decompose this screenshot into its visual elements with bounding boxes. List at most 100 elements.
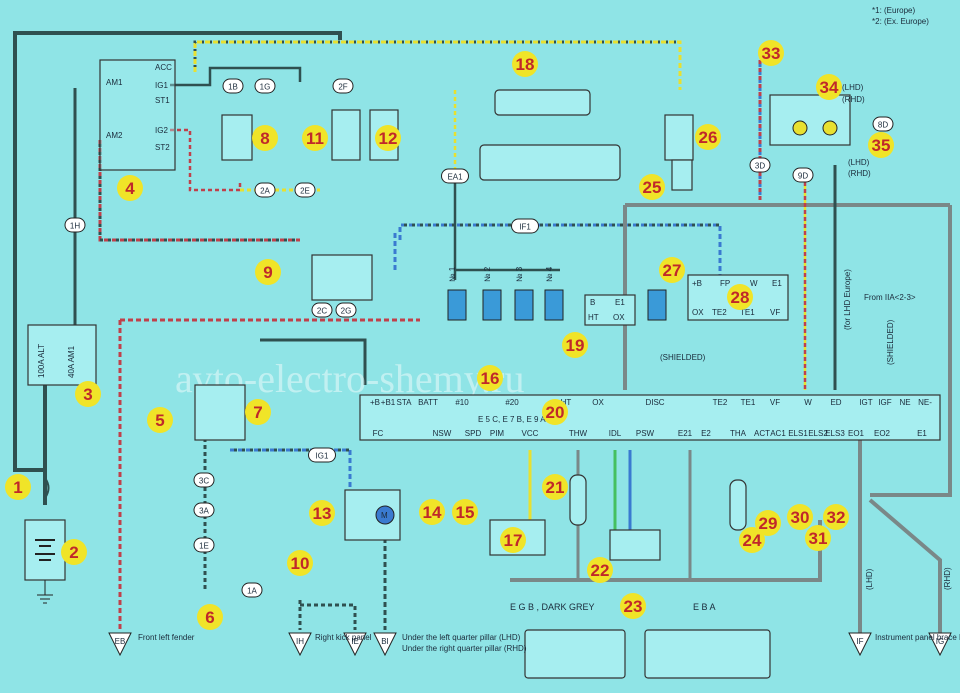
svg-text:B: B bbox=[590, 298, 595, 307]
ecu-pin-vcc: VCC bbox=[522, 429, 539, 438]
connector-bottom-b bbox=[644, 629, 771, 679]
component-badge-22: 22 bbox=[587, 557, 613, 583]
connector-18-b bbox=[479, 144, 621, 181]
ground-legend-eg: E G B , DARK GREY bbox=[510, 602, 595, 612]
component-badge-10: 10 bbox=[287, 550, 313, 576]
ecu-pin-20: #20 bbox=[505, 398, 519, 407]
tha-sensor-24 bbox=[729, 479, 747, 531]
igniter-area: From IIA<2-3> (SHIELDED) (for LHD Europe… bbox=[843, 269, 916, 365]
note-europe: *1: (Europe) bbox=[872, 6, 915, 15]
connector-2a: 2A bbox=[254, 182, 276, 198]
svg-text:22: 22 bbox=[591, 561, 610, 580]
svg-text:24: 24 bbox=[743, 531, 762, 550]
connector-2f: 2F bbox=[332, 78, 354, 94]
wire-ig2-to-1g bbox=[170, 128, 242, 192]
ground-ie: IE bbox=[343, 632, 367, 657]
svg-text:14: 14 bbox=[423, 503, 442, 522]
ecu-pin-act: ACT bbox=[754, 429, 770, 438]
ground-ig: IG bbox=[928, 632, 952, 657]
ecu-pin-idl: IDL bbox=[609, 429, 622, 438]
inj-3: № 3 bbox=[515, 266, 524, 282]
ecu-pin-nsw: NSW bbox=[433, 429, 452, 438]
component-badge-28: 28 bbox=[727, 284, 753, 310]
wire-main-relay-out bbox=[260, 338, 367, 385]
fuse-11 bbox=[331, 109, 361, 161]
svg-text:13: 13 bbox=[313, 504, 332, 523]
ig-ig1: IG1 bbox=[155, 81, 168, 90]
svg-text:19: 19 bbox=[566, 336, 585, 355]
connector-2c: 2C bbox=[311, 302, 333, 318]
connector-1h: 1H bbox=[64, 217, 86, 233]
svg-text:3A: 3A bbox=[199, 507, 209, 516]
component-badge-34: 34 bbox=[816, 74, 842, 100]
ig-acc: ACC bbox=[155, 63, 172, 72]
component-badge-2: 2 bbox=[61, 539, 87, 565]
svg-text:6: 6 bbox=[205, 608, 214, 627]
ecu-pin-te2: TE2 bbox=[713, 398, 728, 407]
svg-text:12: 12 bbox=[379, 129, 398, 148]
circuit-opening-relay-7 bbox=[194, 384, 246, 441]
svg-text:IG: IG bbox=[936, 637, 944, 646]
ground-ih-note: Right kick panel bbox=[315, 633, 372, 642]
fuse-block-3: 100A ALT 40A AM1 bbox=[27, 324, 97, 386]
ground-eb: EB bbox=[108, 632, 132, 657]
component-badge-18: 18 bbox=[512, 51, 538, 77]
svg-text:2F: 2F bbox=[338, 83, 347, 92]
svg-text:10: 10 bbox=[291, 554, 310, 573]
lhd-europe: (for LHD Europe) bbox=[843, 269, 852, 330]
svg-text:E1: E1 bbox=[772, 279, 782, 288]
component-badge-7: 7 bbox=[245, 399, 271, 425]
ecu-pin-fc: FC bbox=[373, 429, 384, 438]
wire-ig-to-1b bbox=[170, 66, 302, 87]
component-badge-12: 12 bbox=[375, 125, 401, 151]
svg-text:4: 4 bbox=[125, 179, 135, 198]
ecu-pin-e2: E2 bbox=[701, 429, 711, 438]
wire-ecu-ground-right bbox=[868, 498, 942, 635]
battery bbox=[24, 519, 66, 604]
ecu-pin-spd: SPD bbox=[465, 429, 482, 438]
svg-text:(RHD): (RHD) bbox=[848, 169, 871, 178]
svg-text:(LHD): (LHD) bbox=[848, 158, 870, 167]
ecu-pin-ed: ED bbox=[830, 398, 841, 407]
inj-1: № 1 bbox=[448, 266, 457, 282]
svg-text:HT: HT bbox=[588, 313, 599, 322]
svg-text:IH: IH bbox=[296, 637, 304, 646]
vsv-25 bbox=[671, 159, 693, 191]
ground-panel-note: Instrument panel brace LH bbox=[875, 633, 960, 642]
svg-text:(SHIELDED): (SHIELDED) bbox=[886, 319, 895, 365]
svg-text:27: 27 bbox=[663, 261, 682, 280]
svg-text:2E: 2E bbox=[300, 187, 310, 196]
ecu-pin-ox: OX bbox=[592, 398, 604, 407]
component-badge-25: 25 bbox=[639, 174, 665, 200]
svg-text:(RHD): (RHD) bbox=[842, 95, 865, 104]
ecu-pin-sta: STA bbox=[397, 398, 413, 407]
ecu-pin-eo2: EO2 bbox=[874, 429, 891, 438]
svg-text:TE1: TE1 bbox=[740, 308, 755, 317]
connector-3a: 3A bbox=[193, 502, 215, 518]
ecu-pin-b: +B bbox=[370, 398, 380, 407]
fuse-am1-label: 40A AM1 bbox=[67, 345, 76, 378]
ecu-pin-psw: PSW bbox=[636, 429, 655, 438]
svg-text:3D: 3D bbox=[755, 162, 765, 171]
component-badge-3: 3 bbox=[75, 381, 101, 407]
connector-2g: 2G bbox=[335, 302, 357, 318]
component-badge-13: 13 bbox=[309, 500, 335, 526]
component-badge-20: 20 bbox=[542, 399, 568, 425]
component-badge-11: 11 bbox=[302, 125, 328, 151]
svg-text:16: 16 bbox=[481, 369, 500, 388]
fuel-pump-switch-26 bbox=[664, 114, 694, 161]
component-badge-26: 26 bbox=[695, 124, 721, 150]
component-badge-30: 30 bbox=[787, 504, 813, 530]
svg-text:33: 33 bbox=[762, 44, 781, 63]
svg-text:EA1: EA1 bbox=[447, 173, 463, 182]
ecu-pin-ht: HT bbox=[561, 398, 572, 407]
component-badge-32: 32 bbox=[823, 504, 849, 530]
ground-ih: IH bbox=[288, 632, 312, 657]
svg-text:1: 1 bbox=[13, 478, 22, 497]
thw-sensor-21 bbox=[569, 474, 587, 526]
connector-8d: 8D bbox=[872, 116, 894, 132]
svg-text:29: 29 bbox=[759, 514, 778, 533]
wire-battery-main bbox=[13, 31, 342, 472]
component-badge-16: 16 bbox=[477, 365, 503, 391]
